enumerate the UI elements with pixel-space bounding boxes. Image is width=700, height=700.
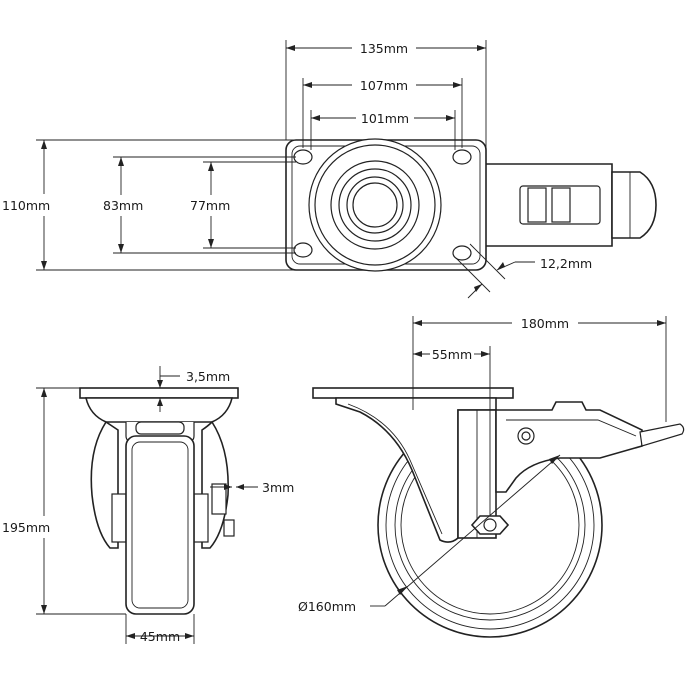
- brake-lever-right: [551, 187, 571, 223]
- bolt-hole-br: [452, 245, 472, 261]
- side-brake-pedal: [639, 423, 685, 447]
- dim-12-2mm-label: 12,2mm: [540, 256, 592, 271]
- top-view: [285, 138, 657, 272]
- front-top-plate: [79, 387, 239, 399]
- dim-110mm-label: 110mm: [2, 198, 50, 213]
- front-view-dimensions: 3,5mm 3mm 195mm 45mm: [2, 366, 294, 644]
- dim-83mm-label: 83mm: [103, 198, 143, 213]
- dim-160mm-label: Ø160mm: [298, 599, 356, 614]
- front-view: [79, 387, 239, 615]
- dim-107mm-label: 107mm: [360, 78, 408, 93]
- dim-3mm-label: 3mm: [262, 480, 294, 495]
- bolt-hole-tl: [293, 149, 313, 165]
- dim-77mm-label: 77mm: [190, 198, 230, 213]
- side-view-dimensions: 180mm 55mm Ø160mm: [298, 316, 667, 614]
- brake-lever-left: [527, 187, 547, 223]
- dim-101mm-label: 101mm: [361, 111, 409, 126]
- front-fork: [90, 420, 119, 549]
- bolt-hole-bl: [293, 242, 313, 258]
- dim-180mm-label: 180mm: [521, 316, 569, 331]
- bolt-hole-tr: [452, 149, 472, 165]
- side-view: [312, 387, 685, 638]
- dim-195mm-label: 195mm: [2, 520, 50, 535]
- dim-45mm-label: 45mm: [140, 629, 180, 644]
- brake-pedal: [611, 171, 657, 239]
- dim-55mm-label: 55mm: [432, 347, 472, 362]
- dim-135mm-label: 135mm: [360, 41, 408, 56]
- front-wheel: [125, 435, 195, 615]
- top-view-dimensions: 135mm 107mm 101mm 110mm 83mm: [2, 40, 592, 299]
- dim-3-5mm-label: 3,5mm: [186, 369, 230, 384]
